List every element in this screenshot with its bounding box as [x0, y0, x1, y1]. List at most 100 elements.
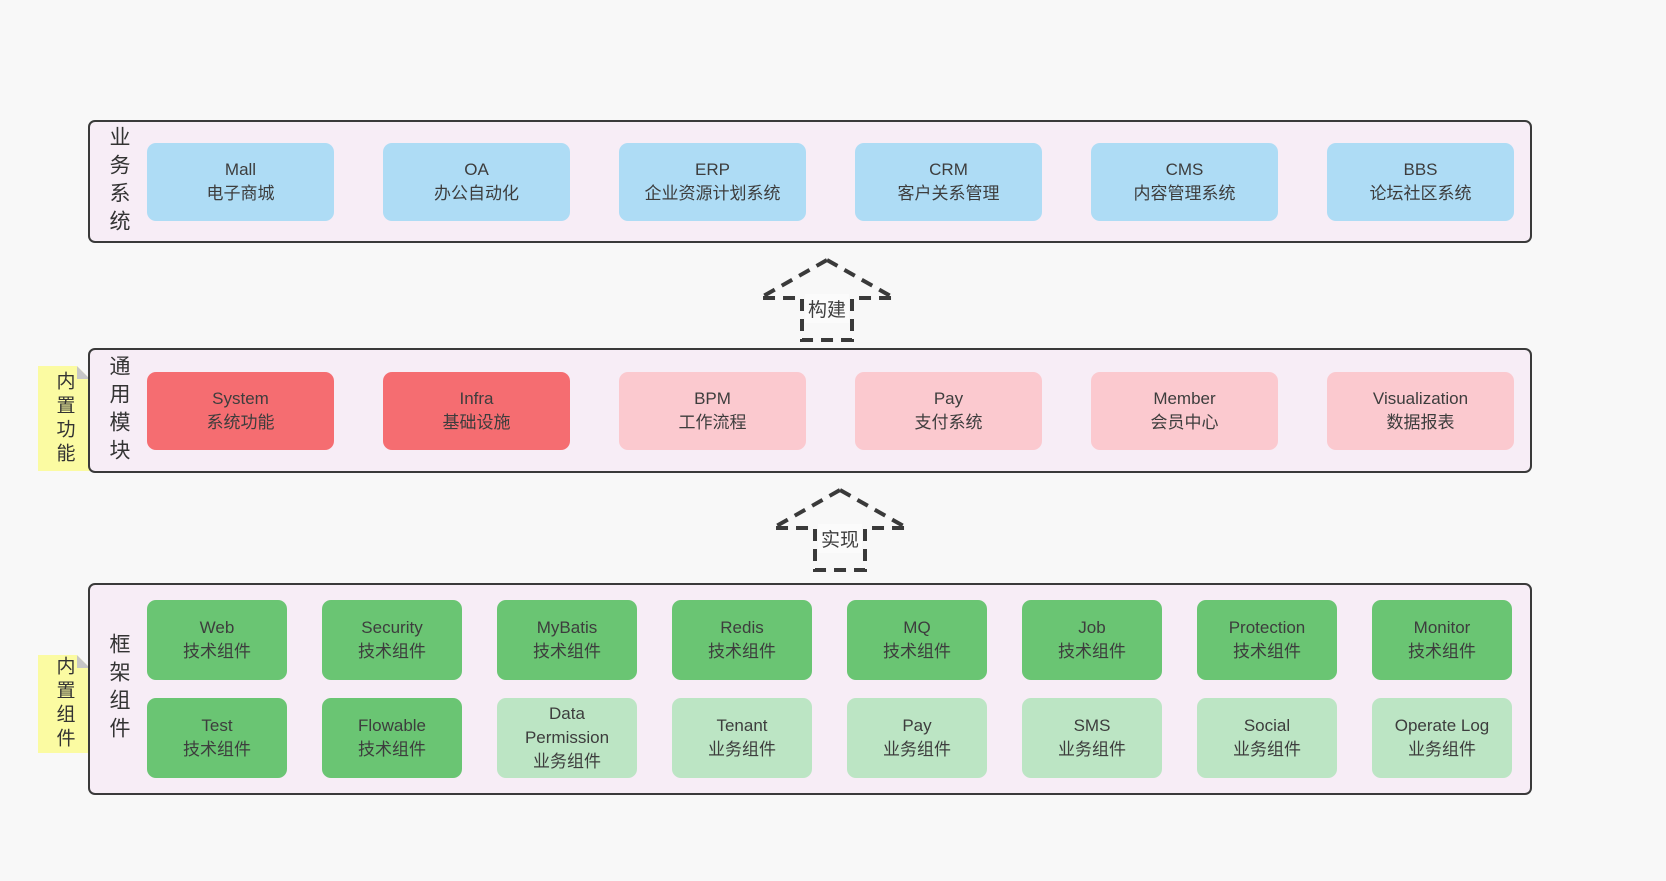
box-operate-log: Operate Log 业务组件 [1372, 698, 1512, 778]
panel-label-text: 业务系统 [107, 125, 130, 238]
box-subtitle: 客户关系管理 [897, 183, 1000, 203]
box-subtitle: 技术组件 [358, 642, 426, 661]
box-subtitle: 支付系统 [914, 412, 983, 432]
box-subtitle: 技术组件 [708, 642, 776, 661]
box-title: Job [1078, 618, 1106, 638]
box-infra: Infra 基础设施 [383, 371, 570, 450]
box-subtitle: 办公自动化 [434, 183, 519, 203]
box-title: Monitor [1413, 618, 1471, 638]
box-mybatis: MyBatis 技术组件 [497, 600, 637, 680]
box-subtitle: 会员中心 [1150, 412, 1219, 432]
panel-framework-components: 框架组件 Web 技术组件 Security 技术组件 MyBatis 技术组件… [88, 583, 1532, 795]
box-security: Security 技术组件 [322, 600, 462, 680]
box-title: CRM [929, 159, 968, 179]
side-tab-builtin-features: 内置功能 [38, 366, 90, 471]
box-member: Member 会员中心 [1091, 371, 1278, 450]
box-bpm: BPM 工作流程 [619, 371, 806, 450]
panel-label-business: 业务系统 [90, 122, 147, 241]
box-crm: CRM 客户关系管理 [855, 142, 1042, 221]
box-subtitle: 业务组件 [1233, 740, 1301, 759]
panel-common-modules: 通用模块 System 系统功能 Infra 基础设施 BPM 工作流程 Pay… [88, 348, 1532, 473]
box-title: Redis [720, 618, 764, 638]
box-subtitle: 电子商城 [206, 183, 275, 203]
arrow-implement: 实现 [770, 487, 910, 573]
box-job: Job 技术组件 [1022, 600, 1162, 680]
box-title: Web [199, 618, 235, 638]
box-protection: Protection 技术组件 [1197, 600, 1337, 680]
box-redis: Redis 技术组件 [672, 600, 812, 680]
box-title: OA [464, 159, 489, 179]
box-subtitle: 技术组件 [183, 642, 251, 661]
box-title: BPM [694, 388, 731, 408]
box-subtitle: 业务组件 [533, 751, 601, 771]
box-mall: Mall 电子商城 [147, 142, 334, 221]
panel-label-framework: 框架组件 [90, 585, 147, 793]
box-title: MyBatis [536, 618, 598, 638]
box-title: MQ [903, 618, 931, 638]
box-title: Security [361, 618, 423, 638]
box-title: Protection [1228, 618, 1306, 638]
business-boxes-row: Mall 电子商城 OA 办公自动化 ERP 企业资源计划系统 CRM 客户关系… [147, 122, 1530, 241]
side-tab-text: 内置功能 [53, 370, 75, 467]
box-title: Pay [902, 716, 932, 736]
box-title: ERP [695, 159, 730, 179]
box-title: Tenant [716, 716, 768, 736]
box-title: System [212, 388, 269, 408]
box-subtitle: 业务组件 [1408, 740, 1476, 759]
box-pay-component: Pay 业务组件 [847, 698, 987, 778]
box-social: Social 业务组件 [1197, 698, 1337, 778]
box-subtitle: 技术组件 [883, 642, 951, 661]
box-tenant: Tenant 业务组件 [672, 698, 812, 778]
arrow-build: 构建 [757, 257, 897, 343]
panel-business-systems: 业务系统 Mall 电子商城 OA 办公自动化 ERP 企业资源计划系统 CRM… [88, 120, 1532, 243]
box-web: Web 技术组件 [147, 600, 287, 680]
box-title: Social [1243, 716, 1291, 736]
box-erp: ERP 企业资源计划系统 [619, 142, 806, 221]
arrow-implement-label: 实现 [817, 524, 863, 553]
panel-label-modules: 通用模块 [90, 350, 147, 471]
box-visualization: Visualization 数据报表 [1327, 371, 1514, 450]
box-mq: MQ 技术组件 [847, 600, 987, 680]
box-subtitle: 业务组件 [883, 740, 951, 759]
box-title: SMS [1073, 716, 1111, 736]
box-title: Member [1153, 388, 1216, 408]
box-title: Infra [459, 388, 494, 408]
box-subtitle: 企业资源计划系统 [644, 183, 781, 203]
box-subtitle: 技术组件 [1058, 642, 1126, 661]
box-subtitle: 工作流程 [678, 412, 747, 432]
arrow-build-label: 构建 [804, 294, 850, 323]
box-subtitle: 内容管理系统 [1133, 183, 1236, 203]
box-bbs: BBS 论坛社区系统 [1327, 142, 1514, 221]
box-subtitle: 数据报表 [1386, 412, 1455, 432]
box-system: System 系统功能 [147, 371, 334, 450]
framework-boxes-grid: Web 技术组件 Security 技术组件 MyBatis 技术组件 Redi… [147, 585, 1530, 793]
up-arrow-icon [770, 487, 910, 572]
box-subtitle: 技术组件 [1233, 642, 1301, 661]
box-title: Mall [224, 159, 257, 179]
panel-label-text: 框架组件 [107, 633, 130, 745]
box-title: Data Permission [524, 704, 610, 748]
box-subtitle: 业务组件 [1058, 740, 1126, 759]
box-subtitle: 基础设施 [442, 412, 511, 432]
box-subtitle: 系统功能 [206, 412, 275, 432]
box-subtitle: 技术组件 [1408, 642, 1476, 661]
box-subtitle: 技术组件 [183, 740, 251, 759]
box-monitor: Monitor 技术组件 [1372, 600, 1512, 680]
box-sms: SMS 业务组件 [1022, 698, 1162, 778]
box-subtitle: 技术组件 [358, 740, 426, 759]
box-data-permission: Data Permission 业务组件 [497, 698, 637, 778]
box-title: BBS [1403, 159, 1438, 179]
up-arrow-icon [757, 257, 897, 342]
box-title: Flowable [357, 716, 427, 736]
box-title: Visualization [1372, 388, 1469, 408]
box-test: Test 技术组件 [147, 698, 287, 778]
side-tab-text: 内置组件 [53, 656, 75, 752]
box-cms: CMS 内容管理系统 [1091, 142, 1278, 221]
box-subtitle: 论坛社区系统 [1369, 183, 1472, 203]
box-title: Operate Log [1394, 716, 1490, 736]
side-tab-builtin-components: 内置组件 [38, 655, 90, 753]
box-title: CMS [1165, 159, 1204, 179]
box-flowable: Flowable 技术组件 [322, 698, 462, 778]
box-subtitle: 业务组件 [708, 740, 776, 759]
